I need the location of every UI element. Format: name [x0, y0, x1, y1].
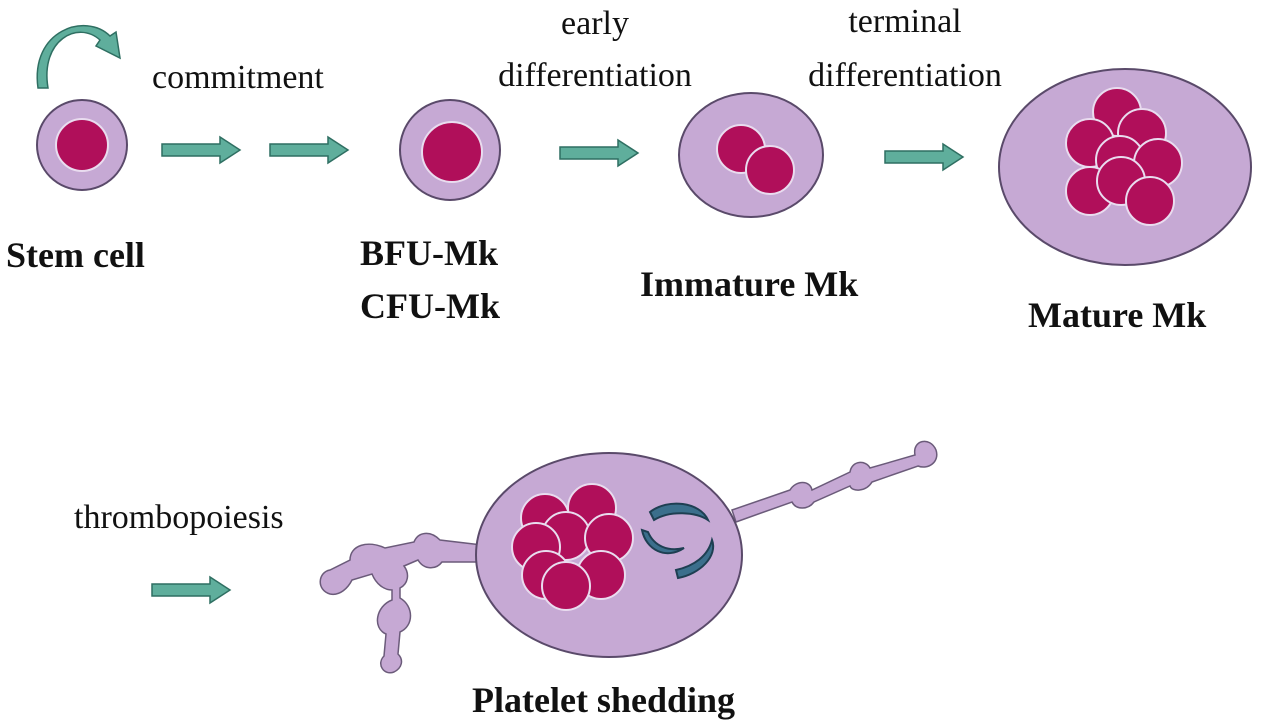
- bfu-cfu-cell: [399, 99, 501, 201]
- label-stem-cell: Stem cell: [6, 235, 145, 275]
- step-terminal-line1: terminal: [848, 3, 961, 40]
- right-arrow-icon: [161, 136, 241, 164]
- label-bfu-mk: BFU-Mk: [360, 233, 498, 273]
- label-platelet-shedding: Platelet shedding: [472, 680, 735, 720]
- step-thrombopoiesis: thrombopoiesis: [74, 499, 284, 536]
- step-commitment: commitment: [152, 59, 324, 96]
- label-immature-mk: Immature Mk: [640, 264, 858, 304]
- right-arrow-icon: [269, 136, 349, 164]
- right-arrow-icon: [151, 576, 231, 604]
- granules: [640, 502, 715, 580]
- label-cfu-mk: CFU-Mk: [360, 286, 500, 326]
- label-mature-mk: Mature Mk: [1028, 295, 1206, 335]
- step-early-line1: early: [561, 5, 629, 42]
- right-arrow-icon: [884, 143, 964, 171]
- mature-mk-cell: [998, 68, 1252, 266]
- stem-cell: [36, 99, 128, 191]
- self-renewal-curved-arrow-icon: [36, 24, 121, 89]
- platelet-shedding-cell: [319, 440, 938, 674]
- immature-mk-cell: [678, 92, 824, 218]
- step-early-line2: differentiation: [498, 57, 692, 94]
- step-terminal-line2: differentiation: [808, 57, 1002, 94]
- right-arrow-icon: [559, 139, 639, 167]
